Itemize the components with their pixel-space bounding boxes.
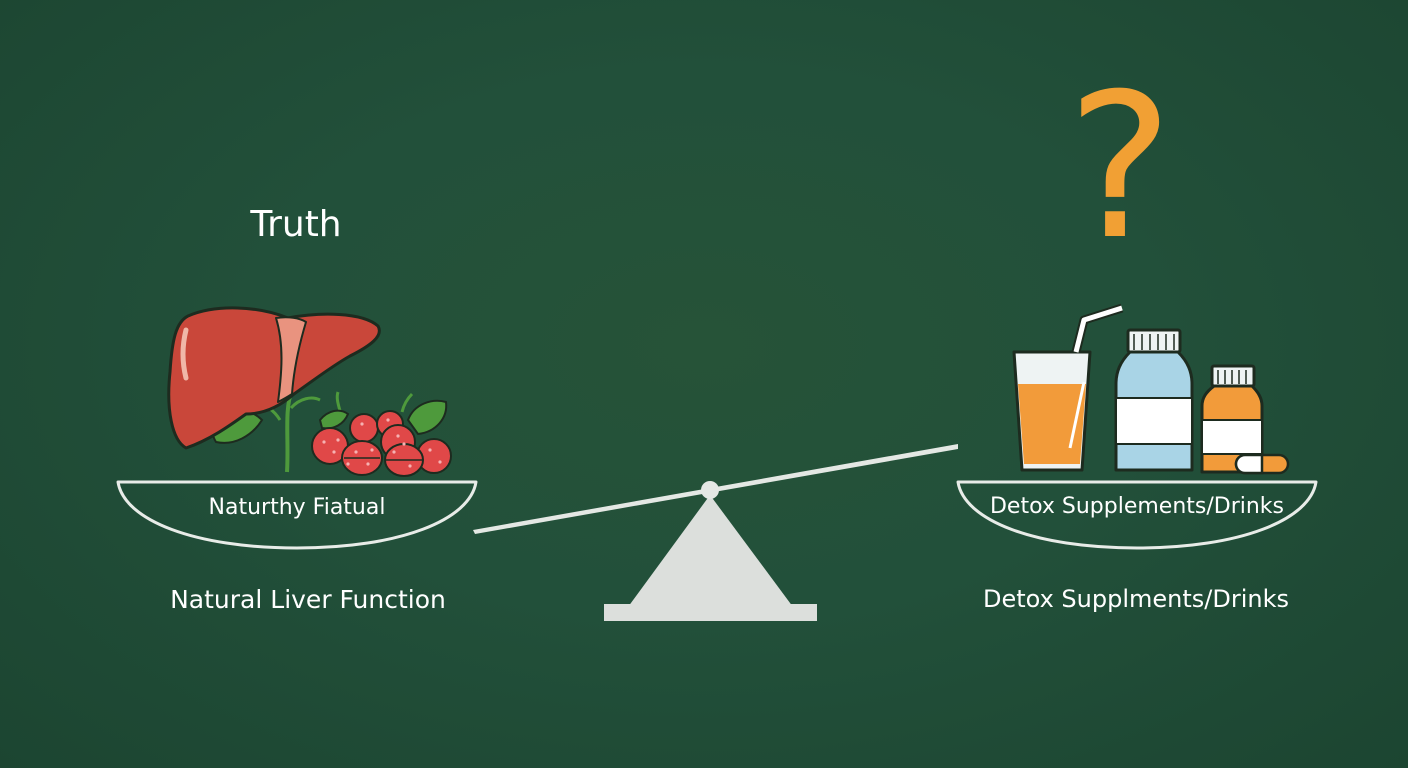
balance-scale — [473, 444, 958, 621]
scale-pivot — [701, 481, 719, 499]
juice-glass-icon — [1012, 303, 1124, 472]
liver-icon — [167, 306, 381, 450]
pill-bottle-icon — [1200, 364, 1264, 474]
scale-fulcrum — [628, 495, 793, 607]
right-pan-label: Detox Supplements/Drinks — [989, 494, 1285, 519]
left-pan — [116, 480, 478, 550]
truth-title: Truth — [250, 204, 342, 245]
scale-base — [604, 604, 817, 621]
right-pan — [956, 480, 1318, 550]
right-items — [1012, 303, 1290, 475]
detox-supplements-caption: Detox Supplments/Drinks — [983, 585, 1289, 613]
left-pan-label: Naturthy Fiatual — [208, 495, 386, 520]
supplement-bottle-icon — [1114, 328, 1194, 472]
capsule-icon — [1234, 453, 1290, 475]
question-mark-icon: ? — [1066, 51, 1174, 284]
natural-liver-function-caption: Natural Liver Function — [170, 585, 446, 614]
berries-icon — [311, 391, 452, 477]
left-items — [167, 306, 452, 477]
